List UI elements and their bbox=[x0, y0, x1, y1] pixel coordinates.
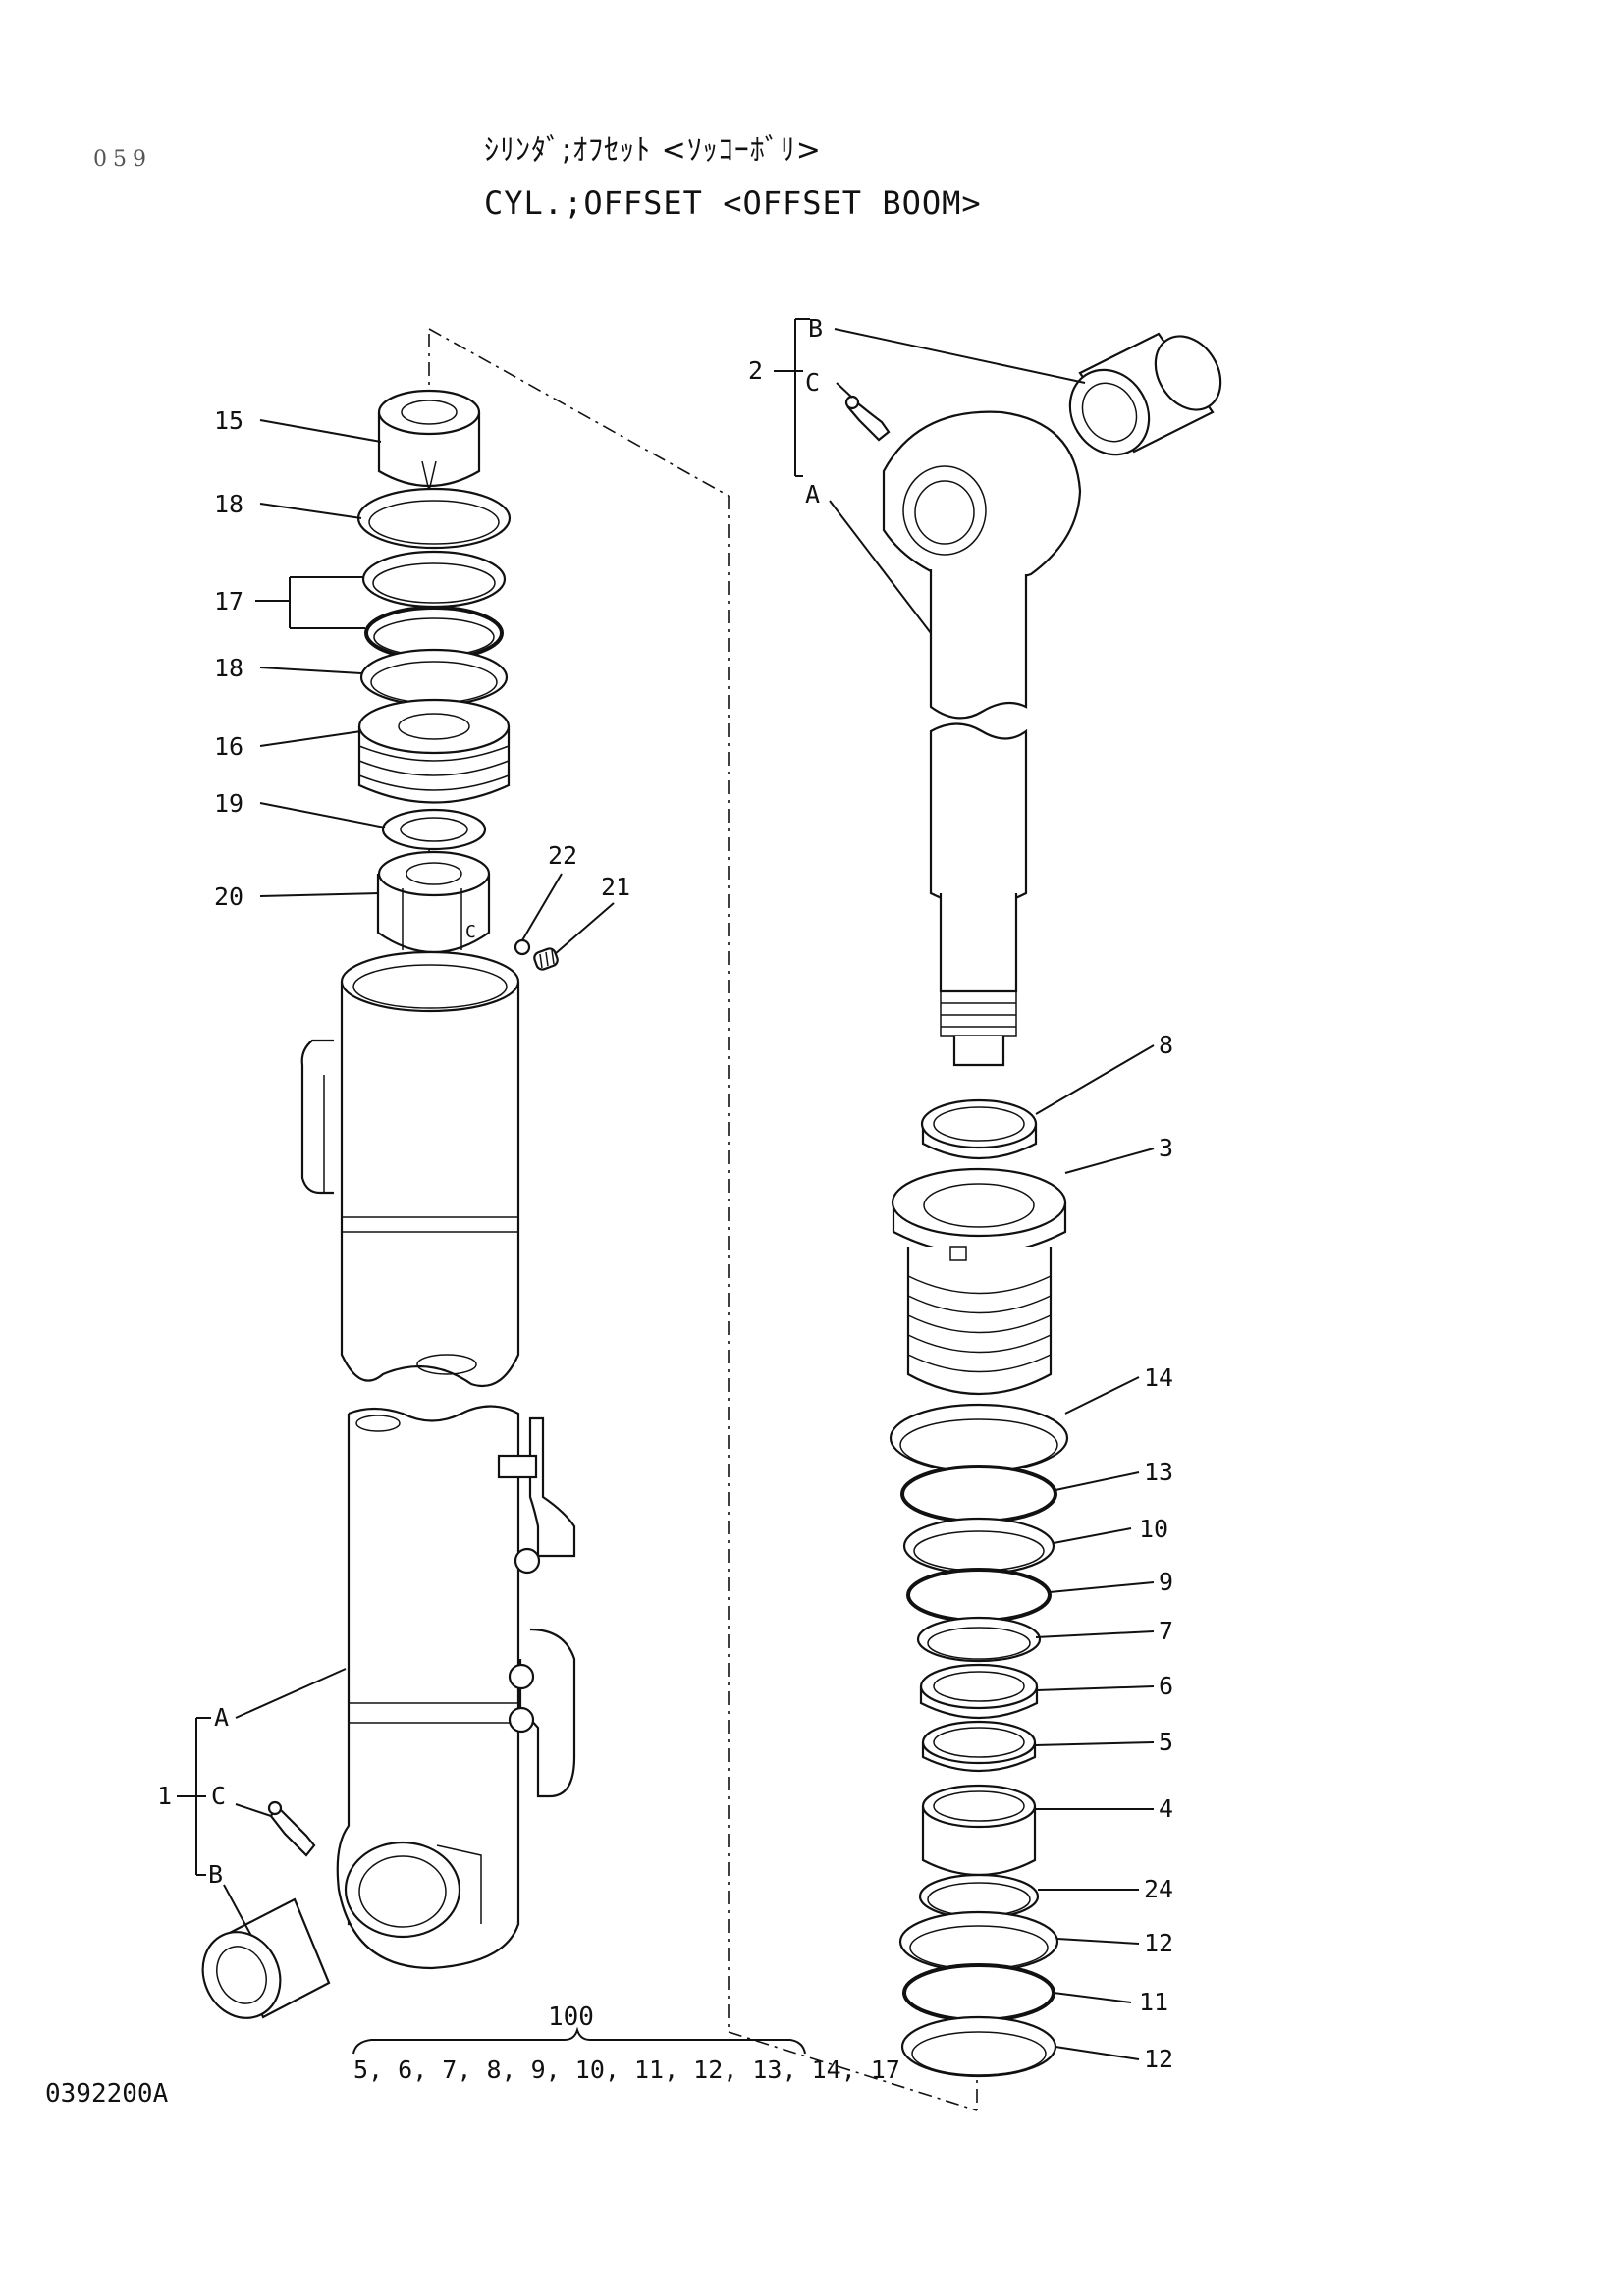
callout-1b: B bbox=[208, 1860, 223, 1889]
callout-16: 16 bbox=[214, 732, 243, 761]
callout-5: 5 bbox=[1159, 1728, 1173, 1756]
drawing-number: 0392200A bbox=[45, 2079, 169, 2109]
part-6-ring bbox=[919, 1663, 1039, 1720]
part-5-ring bbox=[921, 1720, 1037, 1773]
part-10-ring bbox=[902, 1517, 1055, 1575]
callout-11: 11 bbox=[1139, 1988, 1168, 2016]
part-1-cylinder-tube bbox=[300, 950, 576, 1970]
callout-19: 19 bbox=[214, 789, 243, 818]
leader-lines bbox=[177, 318, 1155, 2060]
part-17-seals bbox=[361, 550, 507, 661]
part-15-bushing bbox=[377, 389, 481, 492]
part-8-ring bbox=[920, 1098, 1038, 1160]
part-22-ball bbox=[514, 938, 531, 956]
part-21-set-screw bbox=[533, 947, 559, 971]
part-1b-bushing bbox=[201, 1897, 331, 2019]
part-18-ring-lower bbox=[359, 648, 509, 707]
part-13-o-ring bbox=[900, 1465, 1057, 1523]
callout-12-lower: 12 bbox=[1144, 2045, 1173, 2073]
callout-9: 9 bbox=[1159, 1568, 1173, 1596]
seal-kit-contents: 5, 6, 7, 8, 9, 10, 11, 12, 13, 14, 17 bbox=[353, 2056, 900, 2084]
callout-2a: A bbox=[805, 480, 820, 508]
part-11-o-ring bbox=[902, 1963, 1055, 2022]
part-18-ring-upper bbox=[356, 487, 512, 550]
callout-1c: C bbox=[211, 1782, 226, 1810]
callout-1: 1 bbox=[157, 1782, 172, 1810]
part-9-o-ring bbox=[906, 1568, 1052, 1623]
callout-2: 2 bbox=[748, 356, 763, 385]
callout-2c: C bbox=[805, 368, 820, 397]
part-1c-grease-fitting bbox=[267, 1800, 316, 1857]
callout-8: 8 bbox=[1159, 1031, 1173, 1059]
part-12-ring-lower bbox=[900, 2015, 1057, 2078]
part-2a-piston-rod bbox=[882, 410, 1082, 1067]
callout-15: 15 bbox=[214, 406, 243, 435]
callout-2b: B bbox=[808, 314, 823, 343]
callout-1a: A bbox=[214, 1703, 229, 1732]
seal-kit-number: 100 bbox=[548, 2002, 594, 2032]
callout-6: 6 bbox=[1159, 1672, 1173, 1700]
callout-21: 21 bbox=[601, 873, 630, 901]
callout-17: 17 bbox=[214, 587, 243, 615]
page-number: 059 bbox=[93, 147, 152, 172]
part-2c-grease-fitting bbox=[844, 395, 891, 442]
callout-13: 13 bbox=[1144, 1458, 1173, 1486]
callout-3: 3 bbox=[1159, 1134, 1173, 1162]
part-16-threaded-nut bbox=[357, 698, 511, 804]
callout-22: 22 bbox=[548, 841, 577, 870]
callout-24: 24 bbox=[1144, 1875, 1173, 1903]
nut-c-mark: C bbox=[465, 922, 476, 942]
callout-20: 20 bbox=[214, 882, 243, 911]
title-english: CYL.;OFFSET <OFFSET BOOM> bbox=[484, 185, 982, 222]
part-14-seal bbox=[889, 1403, 1069, 1473]
part-3-piston bbox=[891, 1167, 1067, 1395]
callout-18-upper: 18 bbox=[214, 490, 243, 518]
part-4-bushing bbox=[921, 1784, 1037, 1877]
callout-18-lower: 18 bbox=[214, 654, 243, 682]
callout-12-upper: 12 bbox=[1144, 1929, 1173, 1957]
part-7-ring bbox=[916, 1616, 1042, 1663]
title-japanese: ｼﾘﾝﾀﾞ;ｵﾌｾｯﾄ <ｿｯｺｰﾎﾞﾘ> bbox=[484, 133, 822, 168]
part-2b-bushing bbox=[1068, 332, 1222, 456]
callout-7: 7 bbox=[1159, 1617, 1173, 1645]
part-19-washer bbox=[381, 808, 487, 851]
callout-14: 14 bbox=[1144, 1363, 1173, 1392]
part-20-hex-nut: C bbox=[376, 850, 491, 954]
callout-10: 10 bbox=[1139, 1515, 1168, 1543]
callout-4: 4 bbox=[1159, 1794, 1173, 1823]
callout-labels: 15 18 17 18 16 19 20 22 21 1 A C B 2 B C… bbox=[157, 314, 1173, 2073]
part-12-ring-upper bbox=[898, 1910, 1059, 1973]
